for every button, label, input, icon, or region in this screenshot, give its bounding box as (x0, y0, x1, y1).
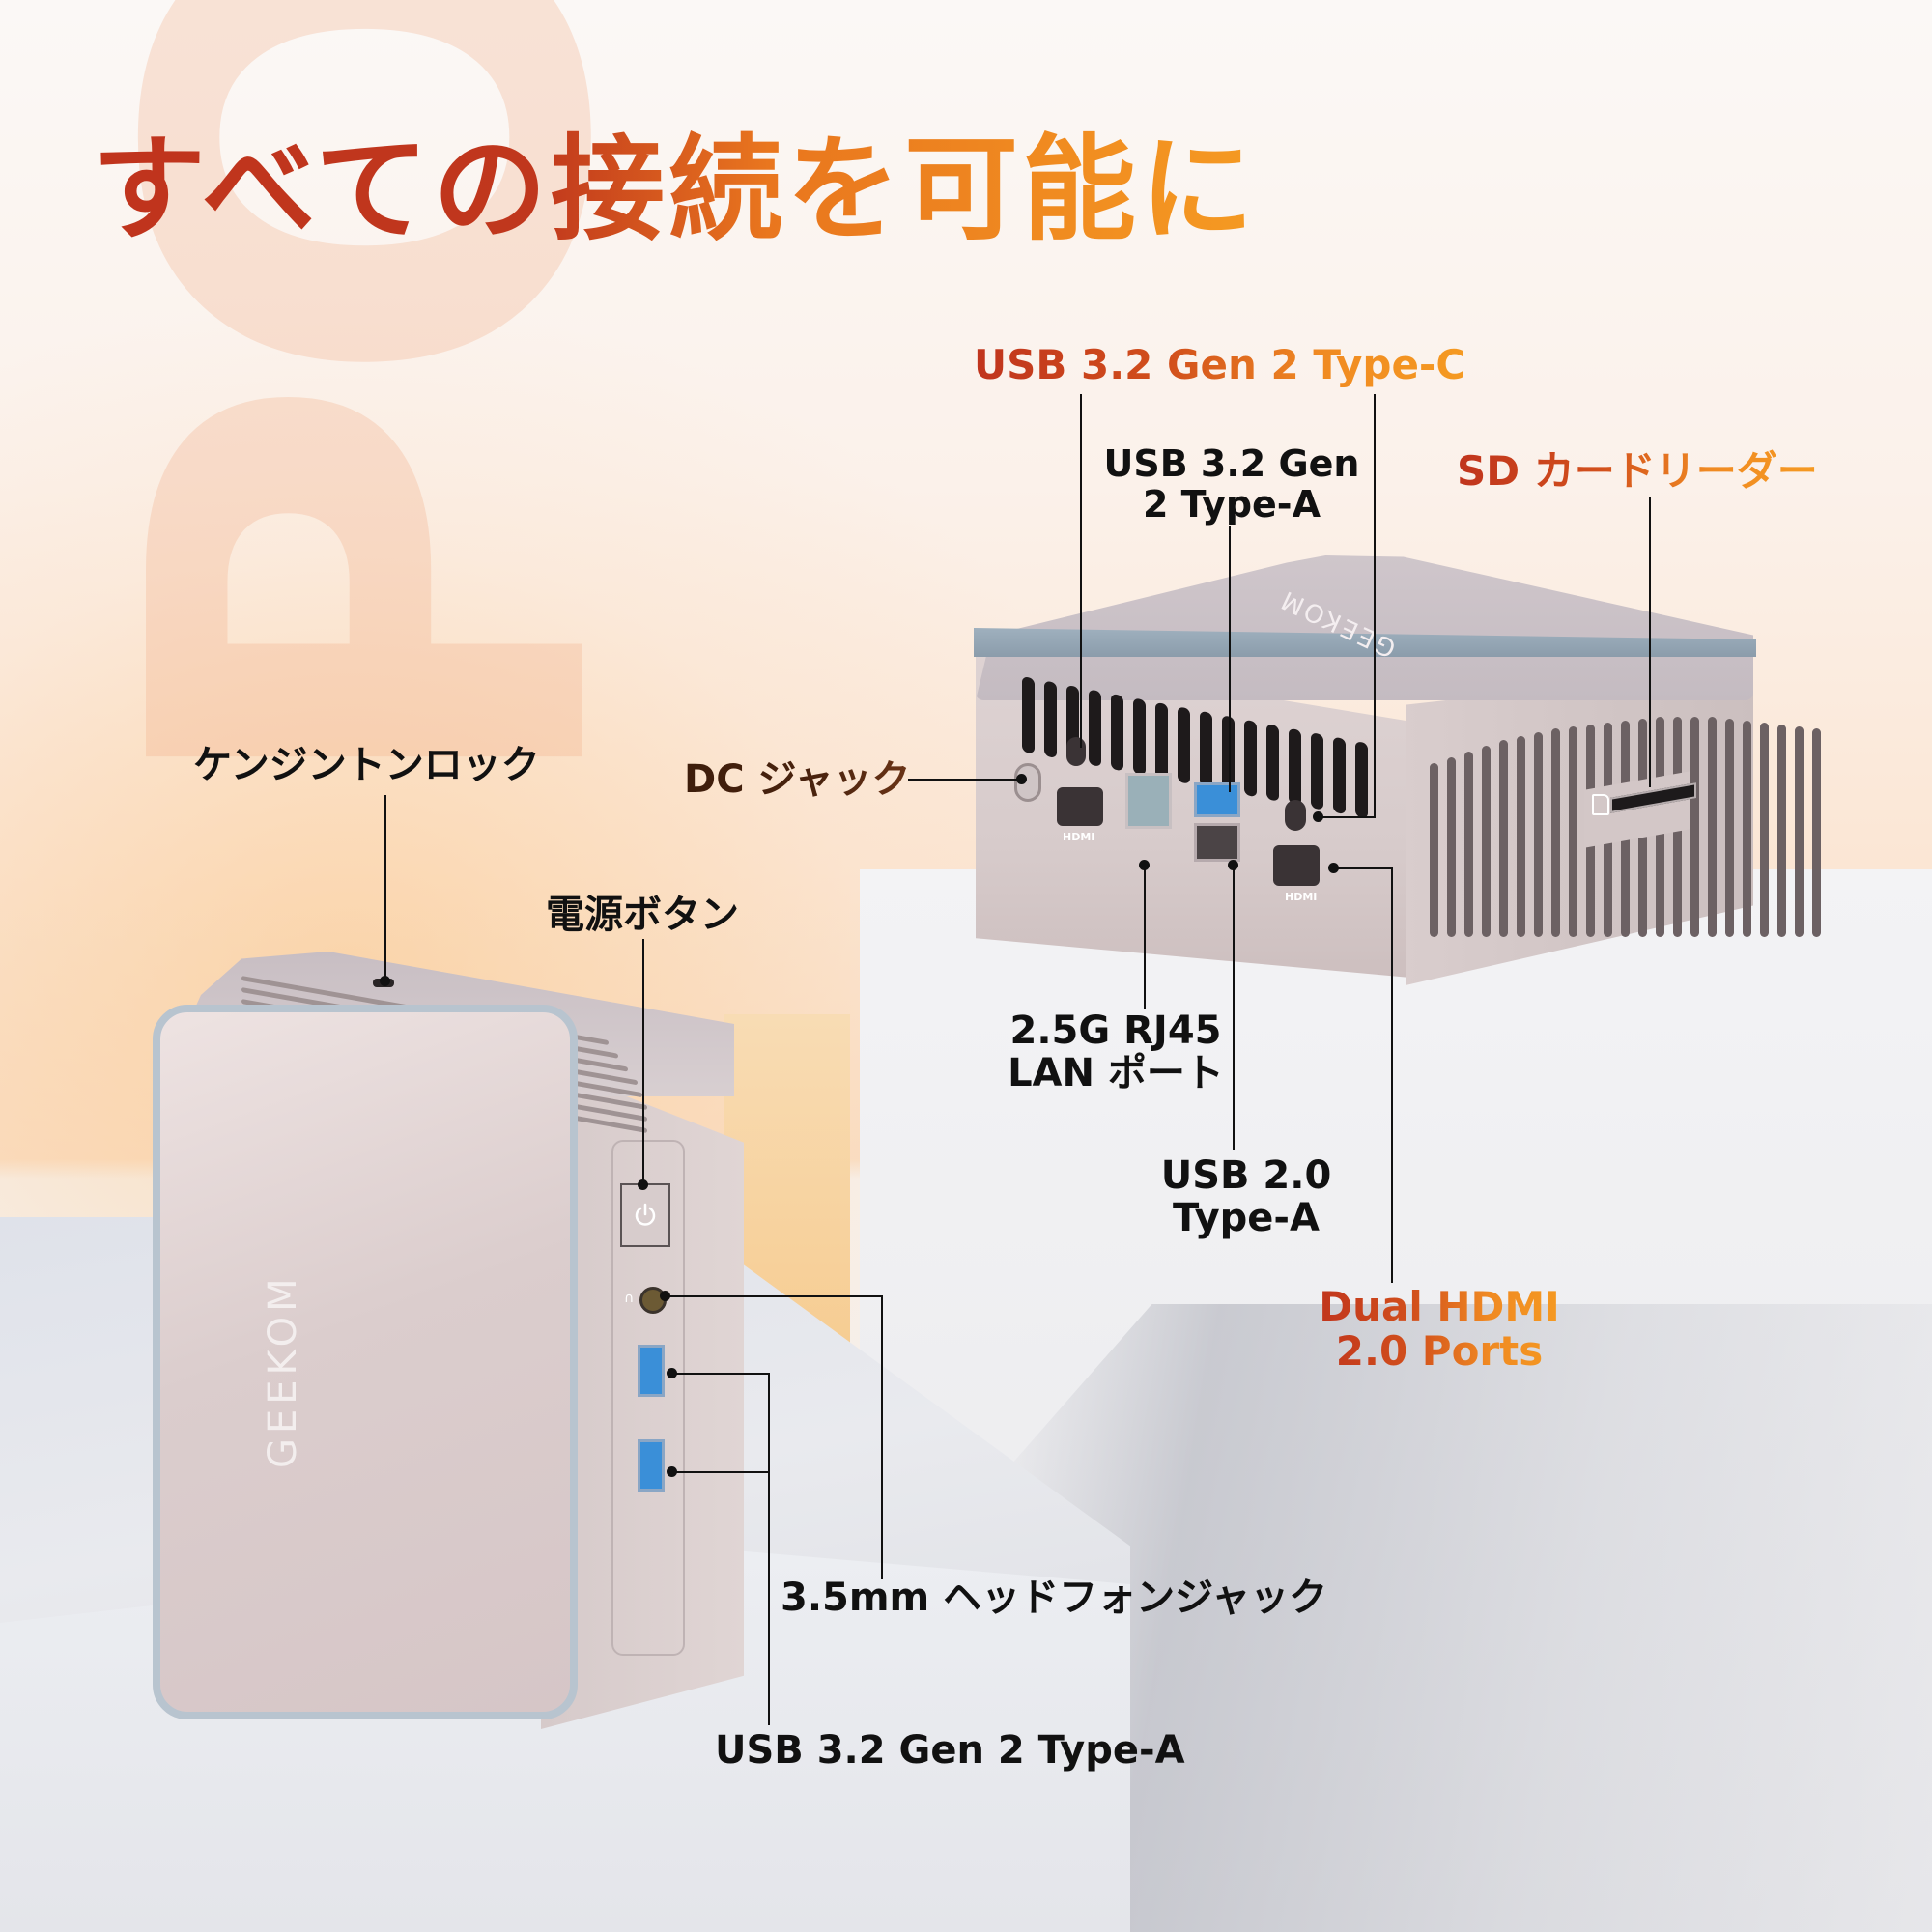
vent-slot (1311, 732, 1323, 810)
headphone-icon: ∩ (624, 1291, 635, 1306)
vent-slot (1289, 727, 1301, 807)
hdmi-port-right (1273, 845, 1320, 886)
leader-line (768, 1373, 770, 1725)
front-device-body (153, 1005, 578, 1719)
power-icon (635, 1203, 656, 1226)
vent-slot (1089, 689, 1101, 767)
leader-line (1229, 526, 1231, 792)
usb-a-blue-port (1194, 782, 1240, 817)
leader-dot (667, 1466, 677, 1477)
usb2-port (1194, 823, 1240, 862)
label-headphone: 3.5mm ヘッドフォンジャック (781, 1576, 1328, 1620)
hdmi-marking: HDMI (1063, 831, 1095, 843)
leader-dot (660, 1291, 670, 1301)
vent-slot (1355, 741, 1368, 819)
leader-line (384, 795, 386, 980)
power-button[interactable] (620, 1183, 670, 1247)
vent-slot (1551, 728, 1560, 937)
vent-slot (1517, 736, 1525, 937)
label-hdmi: Dual HDMI 2.0 Ports (1314, 1285, 1565, 1374)
leader-line (908, 779, 1022, 781)
label-sd-reader: SD カードリーダー (1457, 447, 1818, 495)
usb-c-port-right (1285, 800, 1306, 831)
vent-slot (1569, 726, 1577, 937)
vent-slot (1333, 736, 1346, 815)
vent-slot (1133, 697, 1146, 776)
leader-line (1391, 867, 1393, 1283)
label-usb2: USB 2.0 Type-A (1140, 1154, 1352, 1239)
label-usb-a-rear: USB 3.2 Gen 2 Type-A (1101, 442, 1362, 526)
label-lan: 2.5G RJ45 LAN ポート (995, 1009, 1236, 1094)
page-title: すべての接続を可能に (92, 97, 1258, 262)
leader-dot (1139, 860, 1150, 870)
vent-slot (1760, 723, 1769, 937)
label-dc-jack: DC ジャック (684, 757, 911, 802)
label-usb-c: USB 3.2 Gen 2 Type-C (974, 341, 1466, 388)
label-kensington: ケンジントンロック (193, 743, 540, 787)
label-line: 2.5G RJ45 (1009, 1009, 1222, 1053)
leader-dot (667, 1368, 677, 1378)
leader-dot (380, 976, 390, 986)
hdmi-port-left (1057, 787, 1103, 826)
vent-slot (1447, 757, 1456, 937)
vent-slot (1777, 724, 1786, 937)
vent-slot (1044, 680, 1057, 758)
leader-dot (638, 1179, 648, 1190)
leader-dot (1228, 860, 1238, 870)
vent-slot (1690, 717, 1699, 937)
label-line: Dual HDMI (1319, 1283, 1560, 1330)
label-line: 2.0 Ports (1335, 1327, 1544, 1376)
pedestal-shadow (1014, 1304, 1932, 1932)
rj45-port (1125, 773, 1172, 829)
hdmi-marking: HDMI (1285, 891, 1318, 903)
front-usb-port-1 (638, 1345, 665, 1397)
vent-slot (1155, 701, 1168, 781)
vent-slot (1795, 726, 1804, 937)
front-io-panel (611, 1140, 685, 1656)
vent-slot (1812, 728, 1821, 937)
vent-slot (1430, 763, 1438, 937)
vent-slot (1534, 732, 1543, 937)
leader-line (1144, 865, 1146, 1009)
vent-slot (1266, 724, 1279, 802)
leader-line (1649, 497, 1651, 787)
label-line: USB 3.2 Gen (1103, 442, 1360, 485)
vent-slot (1022, 676, 1035, 754)
leader-line (665, 1295, 883, 1297)
vent-slot (1725, 719, 1734, 937)
label-power-button: 電源ボタン (546, 893, 739, 937)
leader-line (1233, 865, 1235, 1150)
vent-slot (1708, 717, 1717, 937)
vent-slot (1499, 740, 1508, 937)
leader-line (671, 1471, 770, 1473)
label-line: Type-A (1173, 1196, 1320, 1240)
label-line: USB 2.0 (1160, 1153, 1332, 1198)
leader-line (642, 939, 644, 1185)
label-line: 2 Type-A (1142, 482, 1321, 526)
front-usb-port-2 (638, 1439, 665, 1492)
vent-slot (1178, 706, 1190, 784)
leader-line (1080, 394, 1082, 748)
leader-dot (1016, 774, 1027, 784)
leader-dot (1328, 863, 1339, 873)
leader-line (1319, 816, 1376, 818)
vent-slot (1200, 710, 1212, 789)
leader-line (671, 1373, 770, 1375)
vent-slot (1244, 719, 1257, 798)
sd-card-icon (1592, 794, 1609, 815)
leader-line (881, 1295, 883, 1579)
usb-c-port-left (1066, 737, 1086, 766)
label-usb-a-front: USB 3.2 Gen 2 Type-A (715, 1728, 1185, 1773)
leader-line (1374, 394, 1376, 817)
leader-dot (1313, 811, 1323, 822)
label-line: LAN ポート (1008, 1051, 1224, 1095)
vent-slot (1482, 746, 1491, 937)
leader-line (1333, 867, 1393, 869)
vent-slot (1743, 721, 1751, 937)
brand-logo: GEEKOM (261, 1273, 305, 1468)
vent-slot (1464, 752, 1473, 937)
vent-slot (1111, 693, 1123, 772)
